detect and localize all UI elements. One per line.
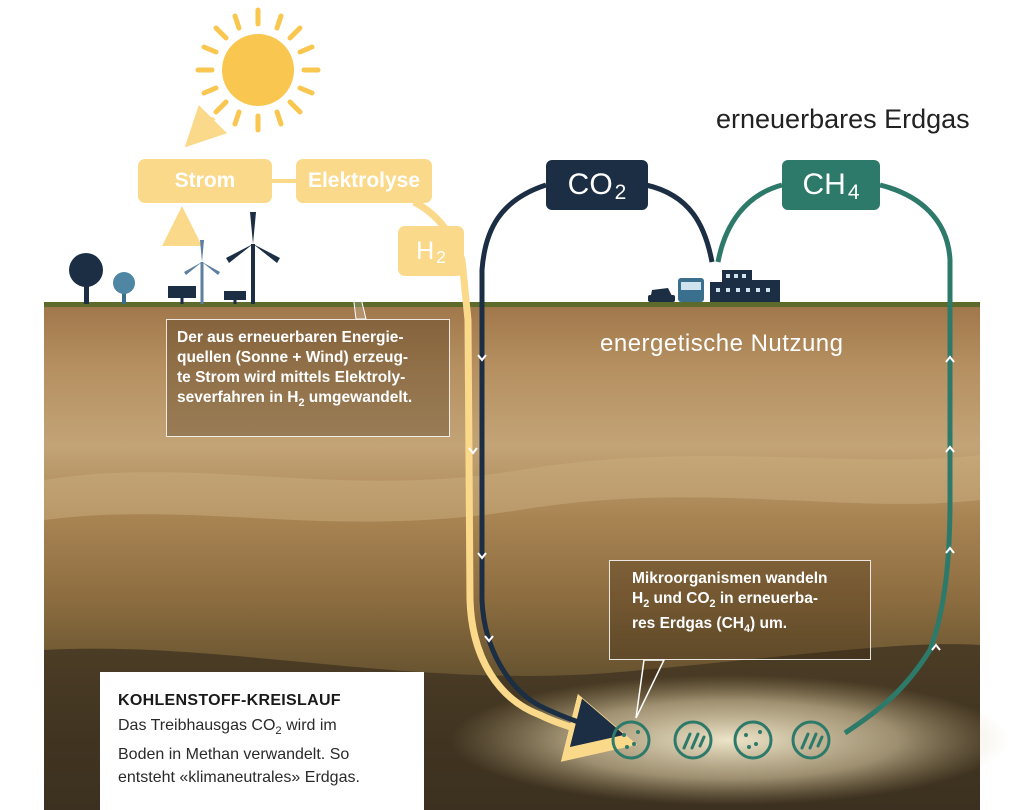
microbe-icon <box>611 720 651 760</box>
electrolysis-note: Der aus erneuerbaren Energie- quellen (S… <box>166 319 450 437</box>
note-pointer-microorganisms <box>635 659 666 719</box>
flow-chevrons <box>468 354 955 651</box>
microbe-icon <box>791 720 831 760</box>
microorganisms-note: Mikroorganismen wandeln H2 und CO2 in er… <box>609 560 871 660</box>
ch4-box: CH4 <box>782 160 880 210</box>
strom-label: Strom <box>174 169 236 192</box>
wind-turbine-icon <box>226 212 280 304</box>
microbe-icon <box>733 720 773 760</box>
carbon-cycle-info-box: KOHLENSTOFF-KREISLAUF Das Treibhausgas C… <box>100 672 424 810</box>
factory-icon <box>710 270 780 302</box>
tree-icon <box>69 253 103 304</box>
info-text: Das Treibhausgas CO2 wird im Boden in Me… <box>118 717 360 787</box>
page-title: erneuerbares Erdgas <box>716 104 970 134</box>
co2-flow-path <box>479 182 625 747</box>
ch4-label: CH4 <box>802 168 860 205</box>
wind-turbine-icon <box>184 240 220 304</box>
energetische-nutzung-label: energetische Nutzung <box>600 330 844 357</box>
solar-panel-icon <box>168 286 196 304</box>
bus-icon <box>678 278 704 302</box>
soil-band-light <box>44 455 980 522</box>
tree-icon <box>113 272 135 304</box>
strom-box: Strom <box>138 159 272 203</box>
elektrolyse-label: Elektrolyse <box>307 169 421 192</box>
info-heading: KOHLENSTOFF-KREISLAUF <box>118 692 341 709</box>
car-icon <box>648 288 675 302</box>
ch4-use-path <box>715 182 783 263</box>
grass-line <box>44 302 980 307</box>
soil-glow <box>450 675 1010 805</box>
sun-icon <box>195 7 321 133</box>
ch4-flow-path <box>843 182 953 736</box>
co2-box: CO2 <box>546 160 648 210</box>
sun-arrow <box>184 104 228 148</box>
elektrolyse-box: Elektrolyse <box>296 159 432 203</box>
co2-label: CO2 <box>567 168 627 205</box>
co2-source-path <box>645 182 715 263</box>
microbe-icon <box>673 720 713 760</box>
solar-panel-icon <box>224 291 246 304</box>
